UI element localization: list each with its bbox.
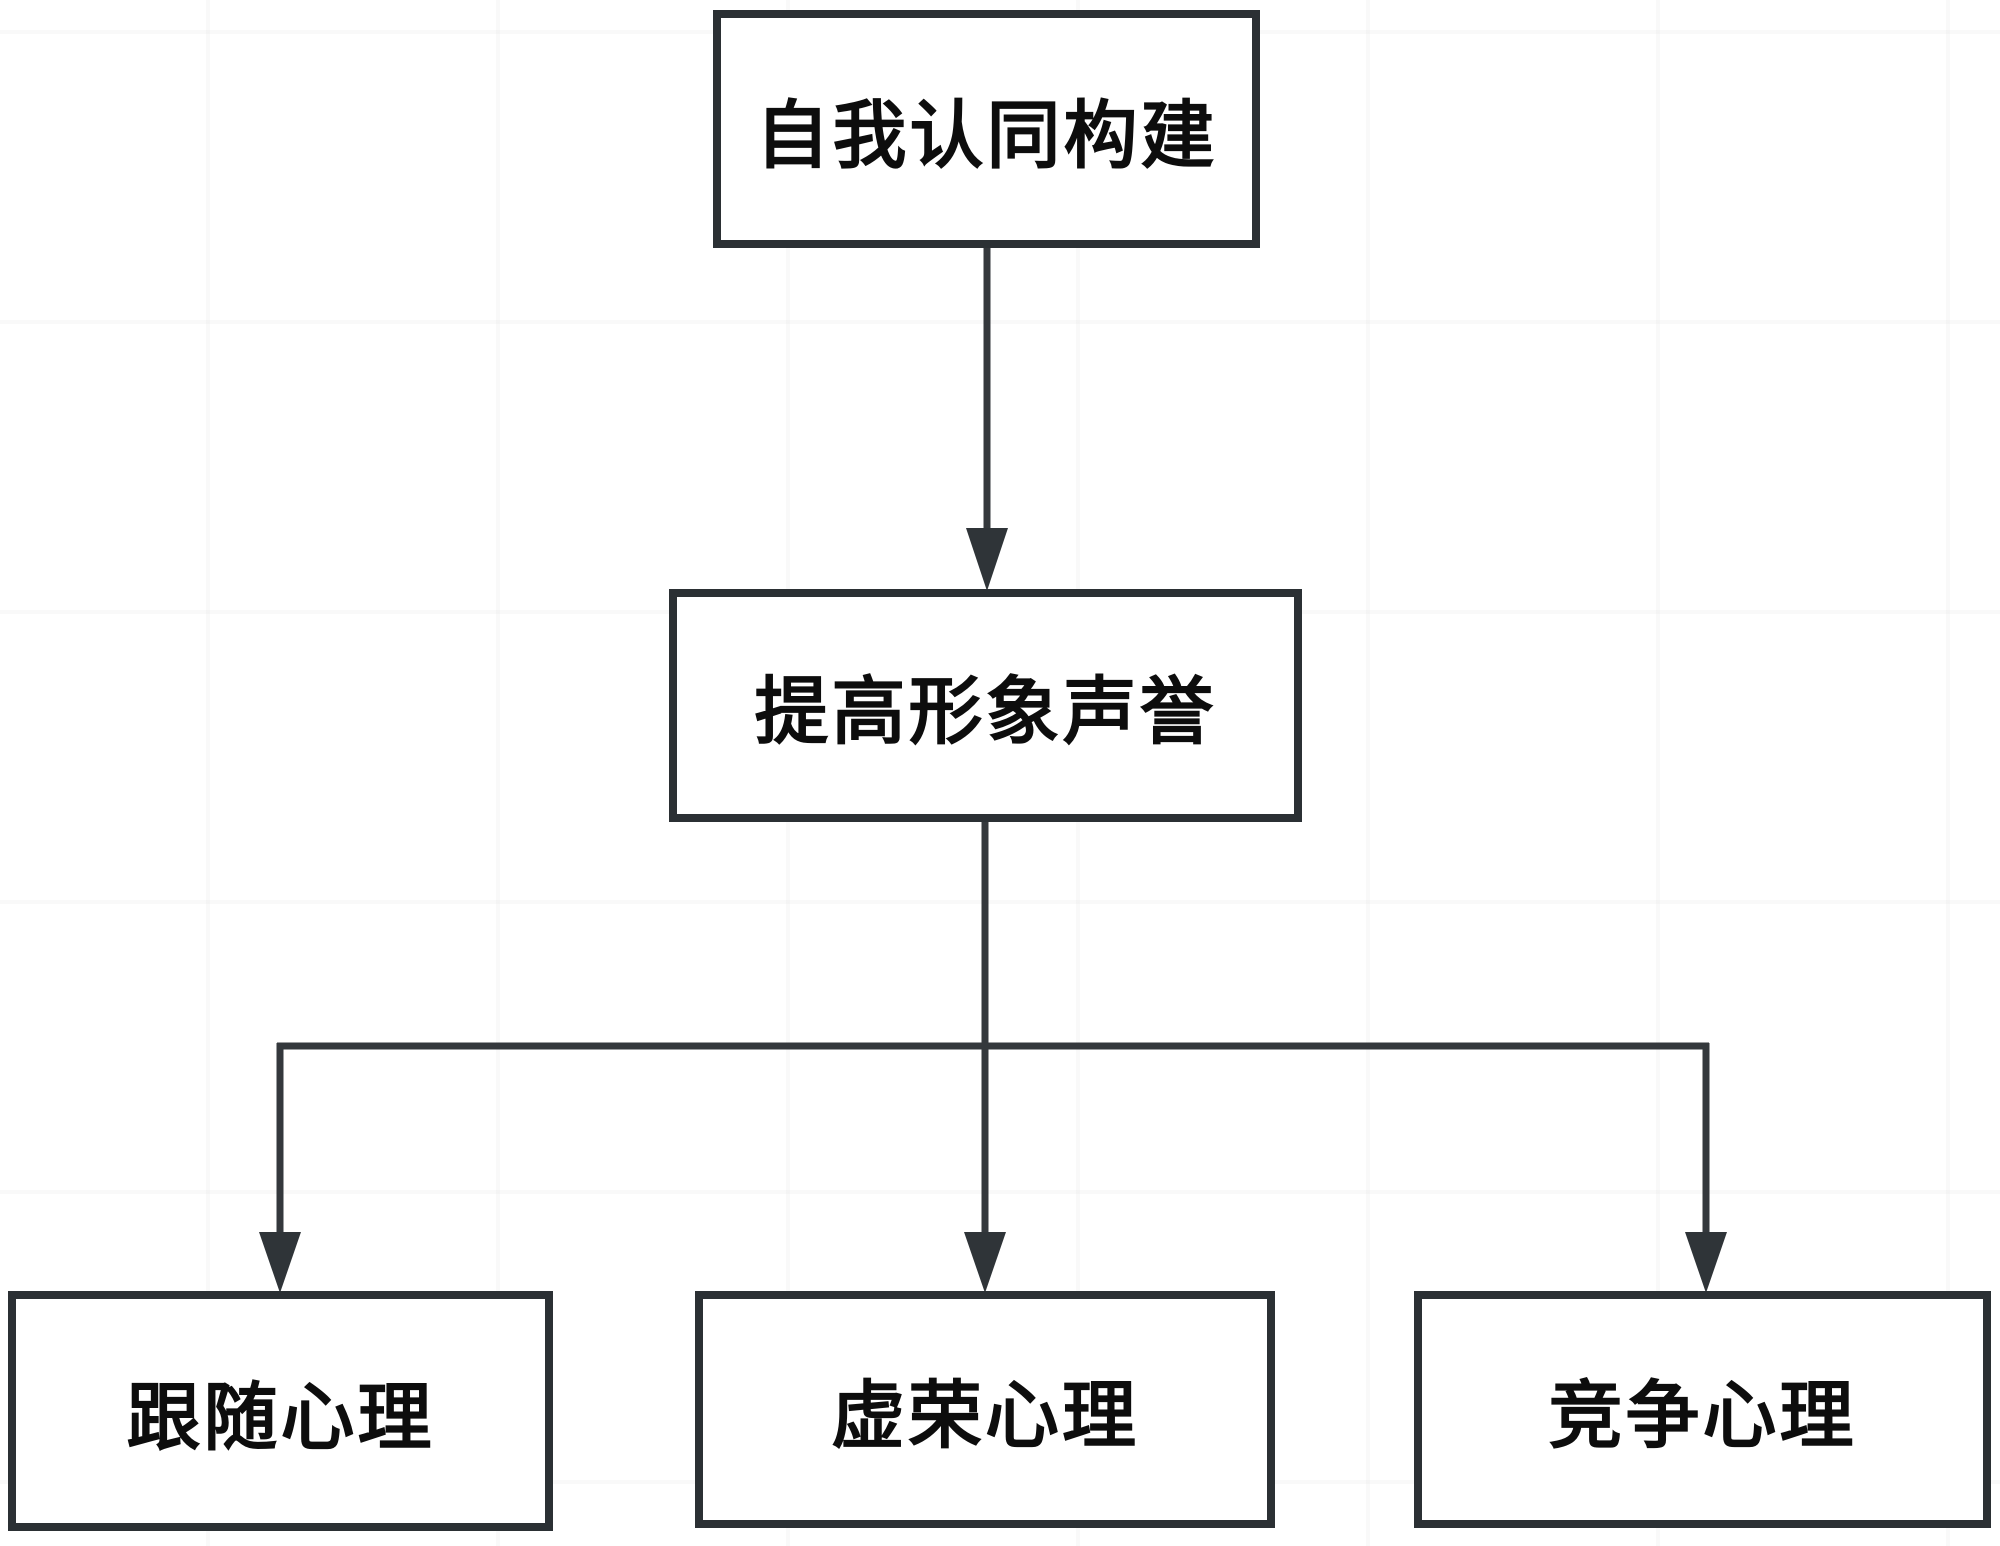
node-label: 虚荣心理 — [831, 1374, 1139, 1457]
arrowhead-middle-box — [966, 528, 1008, 591]
node-label: 提高形象声誉 — [754, 670, 1217, 753]
node-improve-image-reputation: 提高形象声誉 — [669, 589, 1302, 822]
arrowhead-left-box — [259, 1232, 301, 1293]
node-self-identity-building: 自我认同构建 — [713, 10, 1260, 248]
node-label: 自我认同构建 — [755, 93, 1218, 177]
arrowhead-center-box — [964, 1232, 1006, 1293]
arrowhead-right-box — [1685, 1232, 1727, 1293]
node-competition-psychology: 竞争心理 — [1414, 1291, 1991, 1528]
node-follow-psychology: 跟随心理 — [8, 1291, 553, 1531]
node-label: 跟随心理 — [126, 1375, 435, 1459]
node-vanity-psychology: 虚荣心理 — [695, 1291, 1275, 1528]
node-label: 竞争心理 — [1548, 1374, 1857, 1457]
